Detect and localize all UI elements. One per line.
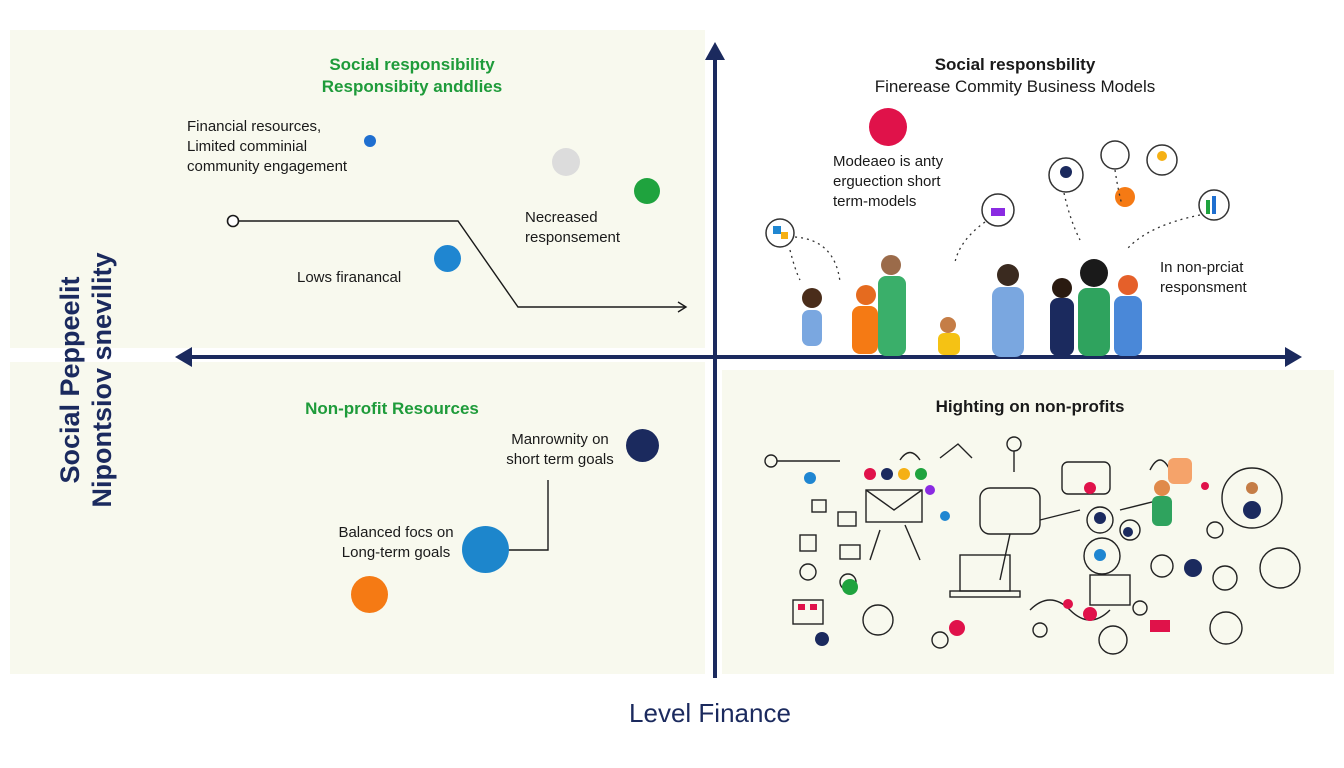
dot-blue-small [364, 135, 376, 147]
dot-orange [351, 576, 388, 613]
dot-blue-mid [434, 245, 461, 272]
label-line: short term goals [506, 451, 614, 468]
label-balanced-focs: Balanced focs on Long-term goals [326, 523, 466, 563]
top-left-heading-line2: Responsibity anddlies [321, 77, 503, 96]
person [802, 255, 1142, 357]
x-axis-label: Level Finance [629, 698, 791, 728]
dot-green [634, 178, 660, 204]
top-left-heading-line1: Social responsibility [329, 55, 495, 74]
x-axis-arrow-left [175, 347, 192, 367]
panel-bottom-right [722, 370, 1334, 674]
dot-grey [552, 148, 580, 176]
label-line: Balanced focs on [338, 524, 454, 541]
label-lows-firanancal: Lows firanancal [297, 268, 401, 288]
dot-blue-large [462, 526, 509, 573]
label-line: responsement [525, 229, 621, 246]
dot-navy [626, 429, 659, 462]
top-right-heading-line1: Social responsbility [934, 55, 1096, 74]
x-axis-arrow-right [1285, 347, 1302, 367]
label-line: Limited comminial [187, 138, 308, 155]
panel-bottom-left [10, 362, 705, 674]
connector-line-bottom [506, 480, 549, 551]
label-line: responsment [1160, 279, 1247, 296]
label-line: Modeaeo is anty [833, 153, 944, 170]
label-line: erguection short [833, 173, 941, 190]
top-right-heading-line2: Finerease Commity Business Models [874, 77, 1156, 96]
label-line: Financial resources, [187, 118, 322, 135]
y-axis-arrow-up [705, 42, 725, 60]
bottom-left-heading: Non-profit Resources [305, 399, 479, 418]
label-line: In non-prciat [1160, 259, 1244, 276]
label-line: term-models [833, 193, 917, 210]
connector-start-marker [226, 214, 240, 228]
label-modeaeo: Modeaeo is anty erguection short term-mo… [833, 152, 943, 212]
label-financial-resources: Financial resources, Limited comminial c… [187, 117, 347, 177]
label-line: community engagement [187, 158, 348, 175]
label-line: Necreased [525, 209, 598, 226]
label-line: Long-term goals [341, 544, 451, 561]
connector-arrowhead [677, 301, 688, 313]
bottom-right-heading: Highting on non-profits [935, 397, 1125, 416]
panel-top-left [10, 30, 705, 348]
top-left-heading: Social responsibility Responsibity anddl… [262, 54, 562, 98]
connector-line [239, 220, 685, 308]
label-manrownity: Manrownity on short term goals [495, 430, 625, 470]
label-necreased: Necreased responsement [525, 208, 620, 248]
label-line: Lows firanancal [297, 269, 402, 286]
dot-red [869, 108, 907, 146]
top-right-heading: Social responsbility Finerease Commity B… [840, 54, 1190, 98]
label-line: Manrownity on [511, 431, 609, 448]
label-in-non-prciat: In non-prciat responsment [1160, 258, 1247, 298]
